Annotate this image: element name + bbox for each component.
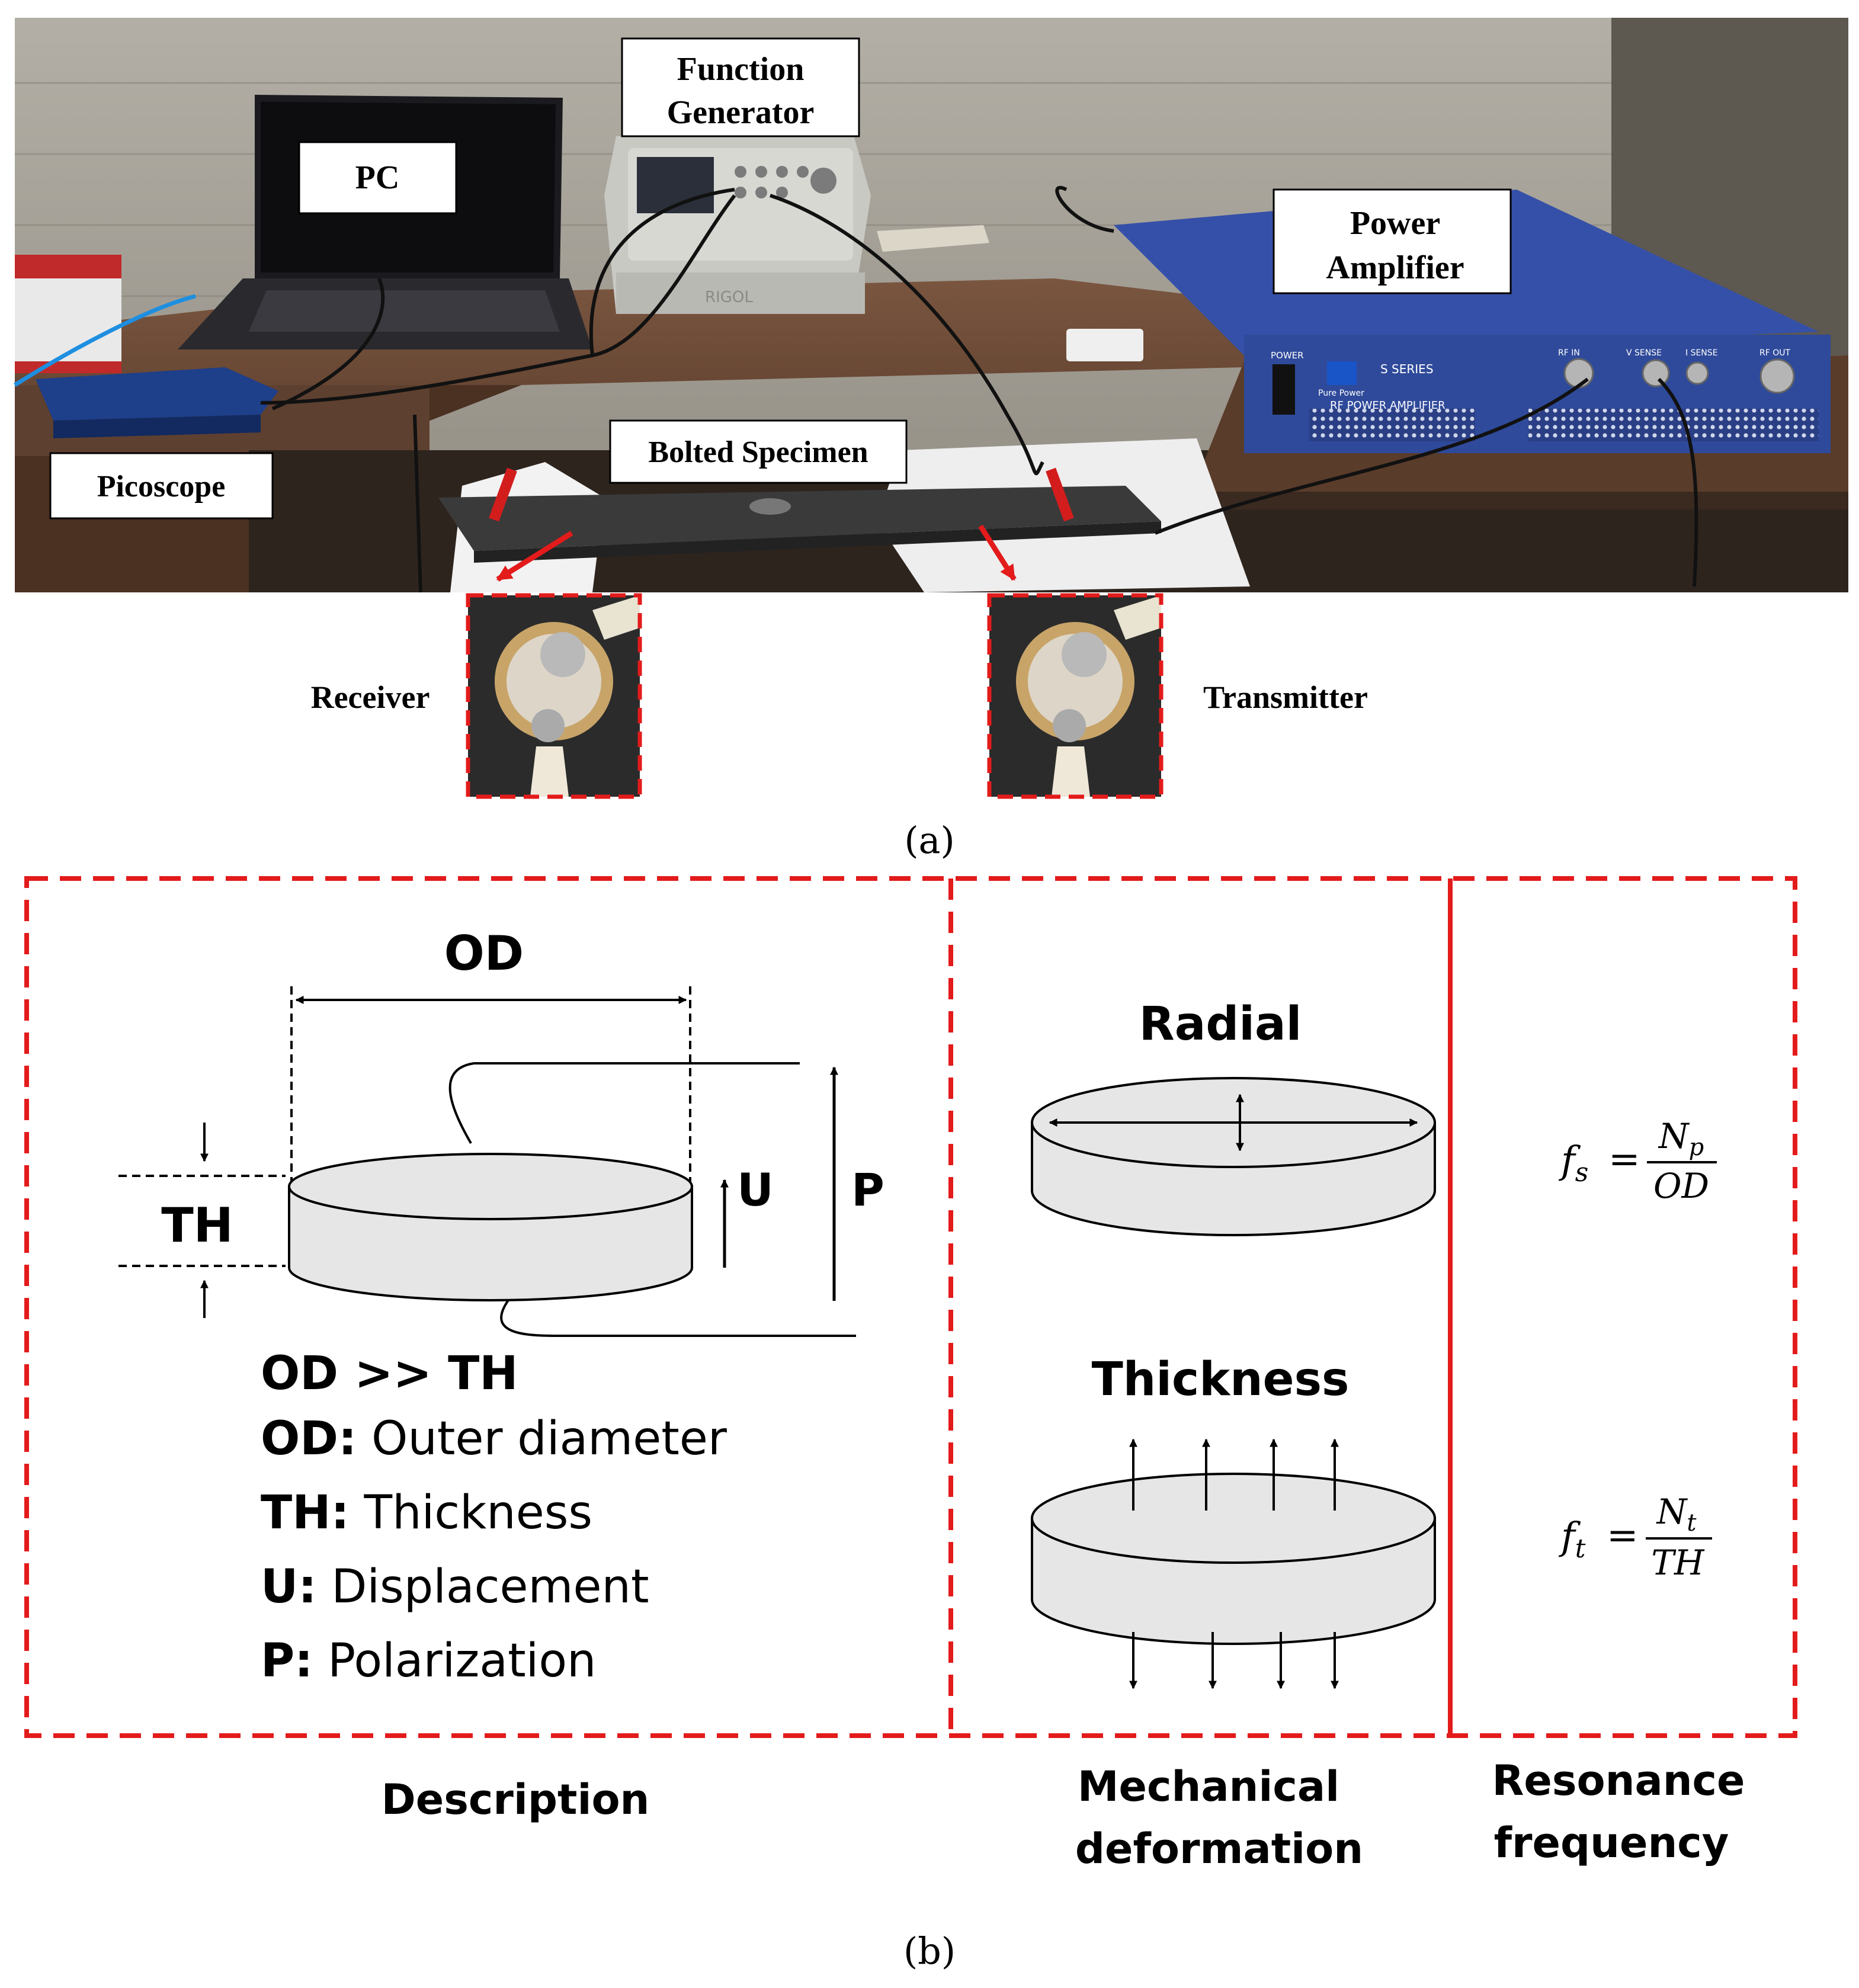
caption-a: (a): [904, 819, 954, 862]
section-title-frequency: frequency: [1494, 1819, 1729, 1867]
top-lead-wire: [448, 1062, 800, 1144]
transmitter-label: Transmitter: [1203, 679, 1368, 715]
definition-u-term: U:: [261, 1560, 317, 1614]
callout-bolted-specimen: Bolted Specimen: [609, 419, 908, 484]
callout-picoscope-text: Picoscope: [97, 470, 226, 504]
setup-photo: RIGOL POWER Pure Power S SERIES RF POWER…: [14, 18, 1848, 593]
fs-num-sub: p: [1689, 1134, 1704, 1161]
ft-denominator: TH: [1651, 1543, 1705, 1583]
definition-p-text: Polarization: [313, 1634, 596, 1688]
deformation-panel: Radial Thickness: [1031, 998, 1436, 1689]
amp-model-text: RF POWER AMPLIFIER: [1330, 399, 1445, 412]
callout-power-amplifier: Power Amplifier: [1273, 188, 1512, 294]
thickness-disk: [1031, 1473, 1436, 1645]
definition-th-term: TH:: [261, 1486, 350, 1540]
ft-num-n: N: [1656, 1492, 1688, 1532]
definition-u-text: Displacement: [317, 1560, 649, 1614]
fs-equation: fs = Np OD: [1559, 1116, 1717, 1206]
ft-equals: =: [1607, 1514, 1639, 1557]
callout-bolted-specimen-text: Bolted Specimen: [648, 435, 868, 469]
transmitter-inset: [987, 593, 1164, 799]
fs-numerator: Np: [1658, 1116, 1704, 1161]
definition-u: U: Displacement: [261, 1560, 649, 1614]
description-panel: OD TH U P OD >> TH OD: Outer diameter TH…: [118, 926, 884, 1688]
definition-th: TH: Thickness: [261, 1486, 592, 1540]
p-label: P: [851, 1163, 884, 1216]
thickness-mode-label: Thickness: [1092, 1353, 1350, 1406]
thickness-down-arrows: [1129, 1632, 1339, 1689]
resonance-panel: fs = Np OD ft = Nt TH: [1559, 1116, 1717, 1583]
definition-od-text: Outer diameter: [357, 1412, 727, 1466]
callout-pc-text: PC: [355, 159, 400, 196]
amp-rf-in-text: RF IN: [1558, 348, 1580, 358]
callout-power-amplifier-line2: Amplifier: [1326, 249, 1464, 286]
bottom-lead-wire: [500, 1299, 856, 1337]
amp-v-sense-text: V SENSE: [1626, 348, 1662, 358]
definition-p-term: P:: [261, 1634, 313, 1688]
fs-lhs-sub: s: [1575, 1157, 1589, 1188]
callout-power-amplifier-line1: Power: [1350, 205, 1440, 242]
section-title-resonance: Resonance: [1492, 1756, 1745, 1805]
amp-power-text: POWER: [1271, 350, 1304, 361]
receiver-inset: [466, 593, 642, 799]
definition-od: OD: Outer diameter: [261, 1412, 727, 1466]
fs-equals: =: [1608, 1137, 1640, 1181]
amp-rf-out-text: RF OUT: [1759, 348, 1790, 358]
piezo-disk: [288, 1153, 693, 1301]
callout-function-generator: Function Generator: [621, 37, 860, 137]
ft-equation: ft = Nt TH: [1559, 1492, 1712, 1583]
amp-series-text: S SERIES: [1380, 362, 1434, 376]
ft-lhs: ft: [1559, 1515, 1586, 1564]
transmitter-arrow: [978, 524, 1017, 581]
radial-disk: [1031, 1077, 1436, 1236]
ft-numerator: Nt: [1656, 1492, 1697, 1537]
callout-function-generator-line2: Generator: [667, 94, 815, 131]
diagram-frame: [24, 876, 1797, 1738]
definition-od-term: OD:: [261, 1412, 357, 1466]
generator-brand-text: RIGOL: [705, 288, 753, 306]
receiver-label: Receiver: [311, 679, 430, 715]
definition-p: P: Polarization: [261, 1634, 597, 1688]
callout-function-generator-line1: Function: [677, 51, 805, 88]
amp-i-sense-text: I SENSE: [1685, 348, 1718, 358]
definition-th-text: Thickness: [350, 1486, 592, 1540]
th-label: TH: [161, 1198, 233, 1253]
fs-denominator: OD: [1653, 1166, 1709, 1206]
od-label: OD: [444, 926, 524, 981]
amp-brand-text: Pure Power: [1318, 389, 1364, 398]
relation-text: OD >> TH: [261, 1347, 518, 1400]
caption-b: (b): [903, 1929, 956, 1973]
fs-lhs: fs: [1559, 1139, 1588, 1188]
fs-num-n: N: [1658, 1116, 1690, 1156]
ft-num-sub: t: [1687, 1509, 1697, 1537]
radial-label: Radial: [1139, 998, 1302, 1051]
section-title-mechanical: Mechanical: [1078, 1762, 1339, 1811]
callout-picoscope: Picoscope: [49, 452, 274, 520]
u-label: U: [737, 1163, 774, 1216]
section-title-description: Description: [382, 1775, 650, 1824]
receiver-arrow: [496, 531, 573, 582]
section-title-deformation: deformation: [1075, 1825, 1363, 1873]
thickness-up-arrows: [1129, 1438, 1339, 1511]
callout-pc: PC: [298, 141, 457, 214]
ft-lhs-sub: t: [1575, 1534, 1586, 1564]
